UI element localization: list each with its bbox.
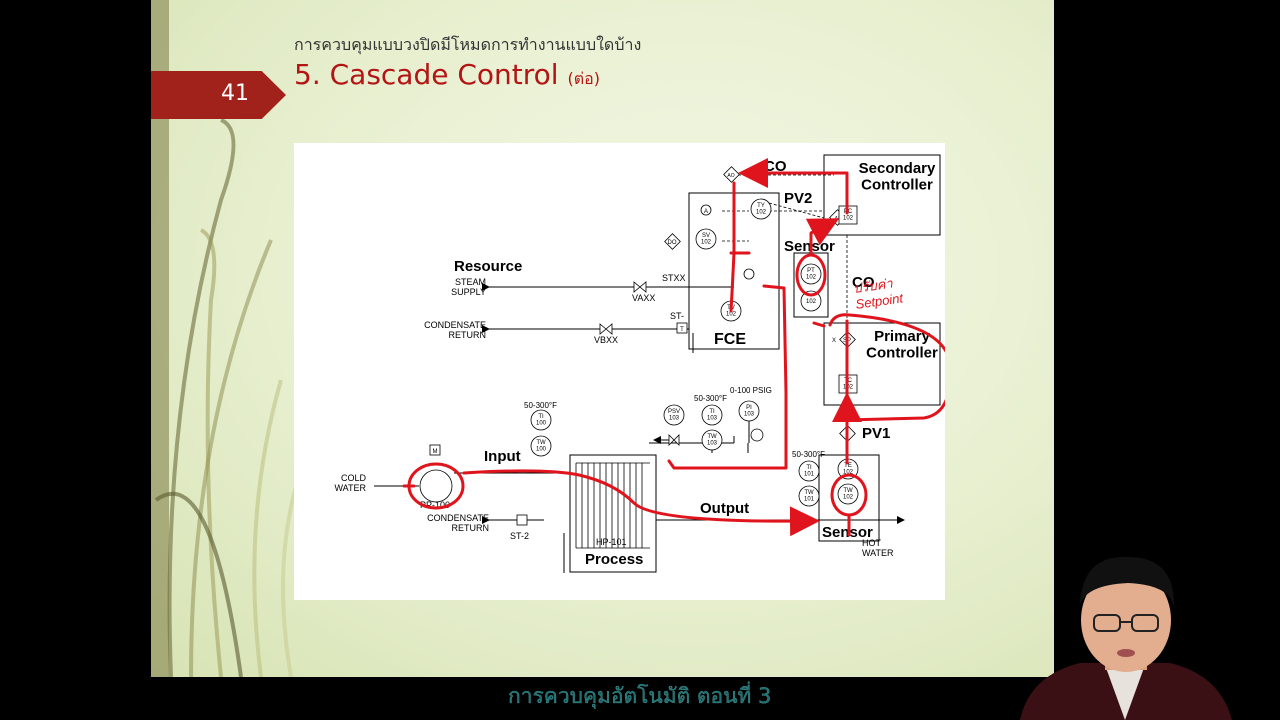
process-label: Process bbox=[585, 551, 643, 568]
slide-left-bar bbox=[151, 0, 169, 677]
slide-subtitle: การควบคุมแบบวงปิดมีโหมดการทำงานแบบใดบ้าง bbox=[294, 35, 642, 54]
m-square bbox=[429, 444, 441, 456]
vaxx-valve bbox=[633, 281, 647, 293]
tw103-instrument bbox=[701, 429, 723, 451]
pt102b-instrument bbox=[800, 290, 822, 312]
psv-valve bbox=[668, 434, 680, 446]
video-caption: การควบคุมอัตโนมัติ ตอนที่ 3 bbox=[508, 684, 772, 708]
range-103-label: 50-300°F bbox=[694, 394, 727, 403]
st-dash-label: ST- bbox=[670, 311, 684, 321]
slide-title-suffix: (ต่อ) bbox=[567, 69, 600, 88]
pv2-label: PV2 bbox=[784, 190, 812, 207]
tw102-instrument bbox=[837, 483, 859, 505]
a-circle-2 bbox=[743, 268, 755, 280]
slide: 41 การควบคุมแบบวงปิดมีโหมดการทำงานแบบใดบ… bbox=[151, 0, 1054, 677]
pp100-label: PP-100 bbox=[420, 500, 450, 510]
slide-number: 41 bbox=[221, 81, 249, 106]
a-circle-1 bbox=[700, 204, 712, 216]
st2-label: ST-2 bbox=[510, 531, 529, 541]
stxx-label: STXX bbox=[662, 273, 686, 283]
pt102-instrument bbox=[800, 263, 822, 285]
pv1-label: PV1 bbox=[862, 425, 890, 442]
sv102-instrument bbox=[695, 228, 717, 250]
vbxx-label: VBXX bbox=[594, 335, 618, 345]
primary-controller-box bbox=[823, 322, 941, 406]
x-label: X bbox=[832, 338, 836, 344]
fce-label: FCE bbox=[714, 331, 746, 348]
vbxx-valve bbox=[599, 323, 613, 335]
handwritten-annotation: ปรับค่าSetpoint bbox=[852, 274, 905, 312]
t-square-1 bbox=[676, 322, 688, 334]
pi103-instrument bbox=[738, 400, 760, 422]
ti103-instrument bbox=[701, 404, 723, 426]
ao-label: AO bbox=[727, 173, 734, 179]
a-label: A bbox=[704, 209, 708, 215]
tw101-instrument bbox=[798, 485, 820, 507]
range-101-label: 50-300°F bbox=[792, 450, 825, 459]
piping-diagram-svg: COPV2SecondaryControllerSensorCOResource… bbox=[335, 154, 952, 573]
ao-diamond bbox=[723, 166, 740, 183]
do-diamond bbox=[664, 233, 681, 250]
co-mid-label: CO bbox=[852, 274, 875, 291]
co-top-label: CO bbox=[764, 158, 787, 175]
vaxx-label: VAXX bbox=[632, 293, 655, 303]
output-label: Output bbox=[700, 500, 749, 517]
m-label: M bbox=[433, 449, 438, 455]
ty102-instrument bbox=[750, 198, 772, 220]
t-label: T bbox=[680, 327, 684, 333]
pump-circle bbox=[419, 469, 453, 503]
ti100-instrument bbox=[530, 409, 552, 431]
pt102b-label: 102 bbox=[806, 299, 817, 305]
range-100-label: 50-300°F bbox=[524, 401, 557, 410]
secondary-controller-box bbox=[823, 154, 941, 236]
hp101-label: HP-101 bbox=[596, 537, 627, 547]
tw100-instrument bbox=[530, 435, 552, 457]
resource-label: Resource bbox=[454, 258, 522, 275]
range-psig-label: 0-100 PSIG bbox=[730, 386, 772, 395]
t-square-2 bbox=[516, 514, 528, 526]
do-label: DO bbox=[668, 240, 677, 246]
psv103-instrument bbox=[663, 404, 685, 426]
decorative-grass bbox=[154, 118, 303, 677]
slide-number-badge: 41 bbox=[151, 71, 286, 119]
input-label: Input bbox=[484, 448, 521, 465]
slide-title: 5. Cascade Control (ต่อ) bbox=[294, 58, 600, 92]
presenter-video-overlay bbox=[1020, 556, 1232, 720]
gauge-circle bbox=[750, 428, 764, 442]
slide-title-text: 5. Cascade Control bbox=[294, 58, 559, 91]
ti101-instrument bbox=[798, 460, 820, 482]
